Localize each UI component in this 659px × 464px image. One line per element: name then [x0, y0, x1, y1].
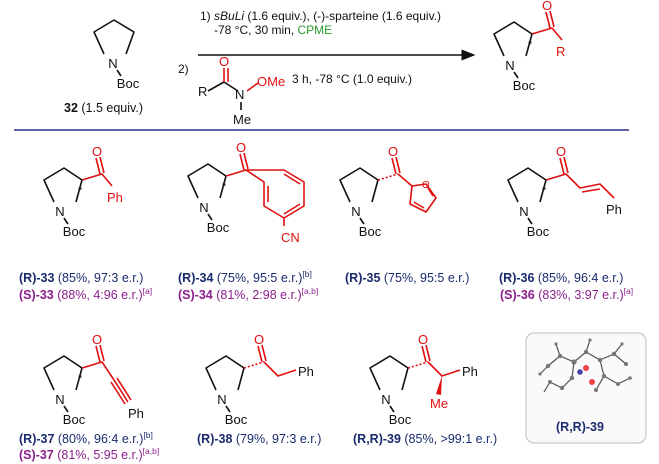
step2-label: 2) [178, 62, 189, 76]
svg-text:N: N [505, 58, 514, 73]
label-r34: (R)-34 (75%, 95:5 e.r.)[b] [178, 268, 312, 285]
svg-text:Boc: Boc [63, 224, 86, 239]
svg-text:Boc: Boc [513, 78, 536, 93]
svg-text:O: O [92, 144, 102, 159]
step2-conditions: 3 h, -78 °C (1.0 equiv.) [292, 72, 412, 86]
step1-temperature: -78 °C, 30 min, CPME [214, 23, 333, 37]
svg-text:N: N [199, 200, 208, 215]
svg-text:*: * [78, 185, 83, 197]
svg-text:Boc: Boc [359, 224, 382, 239]
reactant-label: 32 (1.5 equiv.) [64, 101, 143, 115]
structure-36: N Boc * O Ph [507, 144, 622, 239]
label-r37: (R)-37 (80%, 96:4 e.r.)[b] [19, 429, 153, 446]
svg-text:Me: Me [430, 396, 448, 411]
product-structure: N Boc * O R [493, 0, 565, 93]
label-s36: (S)-36 (83%, 3:97 e.r.)[a] [500, 285, 634, 302]
svg-text:Ph: Ph [606, 202, 622, 217]
svg-text:Ph: Ph [107, 190, 123, 205]
label-s33: (S)-33 (88%, 4:96 e.r.)[a] [19, 285, 153, 302]
svg-text:OMe: OMe [257, 74, 285, 89]
svg-text:N: N [55, 204, 64, 219]
label-s37: (S)-37 (81%, 5:95 e.r.)[a,b] [19, 445, 160, 462]
svg-text:Ph: Ph [128, 406, 144, 421]
svg-text:O: O [418, 332, 428, 347]
svg-text:Boc: Boc [389, 412, 412, 427]
label-rr39: (R,R)-39 (85%, >99:1 e.r.) [353, 432, 498, 446]
structure-34: N Boc * O CN [187, 140, 305, 245]
svg-text:O: O [219, 54, 229, 69]
svg-text:N: N [55, 392, 64, 407]
svg-text:Boc: Boc [207, 220, 230, 235]
structure-33: N Boc * O Ph [43, 144, 123, 239]
reactant-32-structure: N Boc [93, 19, 140, 91]
svg-text:Boc: Boc [225, 412, 248, 427]
svg-text:O: O [236, 140, 246, 155]
structure-39: N Boc O Ph Me [369, 332, 478, 427]
label-r35: (R)-35 (75%, 95:5 e.r.) [345, 271, 470, 285]
label-s34: (S)-34 (81%, 2:98 e.r.)[a,b] [178, 285, 319, 302]
svg-text:N: N [235, 87, 244, 102]
xray-crystal-structure [525, 332, 647, 444]
svg-text:Ph: Ph [298, 364, 314, 379]
svg-text:Ph: Ph [462, 364, 478, 379]
svg-text:*: * [528, 39, 533, 51]
structure-38: N Boc O Ph [205, 332, 314, 427]
svg-text:R: R [556, 44, 565, 59]
label-r36: (R)-36 (85%, 96:4 e.r.) [499, 271, 624, 285]
svg-text:N: N [519, 204, 528, 219]
svg-text:Me: Me [233, 112, 251, 127]
svg-text:N: N [351, 204, 360, 219]
svg-text:O: O [92, 332, 102, 347]
svg-text:O: O [556, 144, 566, 159]
svg-text:Boc: Boc [527, 224, 550, 239]
step1-conditions: 1) sBuLi (1.6 equiv.), (-)-sparteine (1.… [200, 9, 442, 23]
svg-text:Boc: Boc [63, 412, 86, 427]
svg-text:R: R [198, 84, 207, 99]
svg-text:CN: CN [281, 230, 300, 245]
svg-text:O: O [422, 180, 430, 191]
label-r33: (R)-33 (85%, 97:3 e.r.) [19, 271, 144, 285]
svg-text:O: O [388, 144, 398, 159]
svg-text:O: O [542, 0, 552, 13]
svg-text:*: * [542, 185, 547, 197]
svg-text:*: * [222, 181, 227, 193]
structure-37: N Boc * O Ph [43, 332, 144, 427]
svg-text:N: N [381, 392, 390, 407]
svg-text:N: N [108, 56, 117, 71]
svg-text:Boc: Boc [117, 76, 140, 91]
svg-text:O: O [254, 332, 264, 347]
label-r38: (R)-38 (79%, 97:3 e.r.) [197, 432, 322, 446]
weinreb-amide-structure: R O N OMe Me [198, 54, 285, 127]
svg-text:N: N [217, 392, 226, 407]
structure-35: N Boc O O [339, 144, 437, 239]
svg-text:*: * [78, 373, 83, 385]
xray-label: (R,R)-39 [556, 420, 604, 434]
